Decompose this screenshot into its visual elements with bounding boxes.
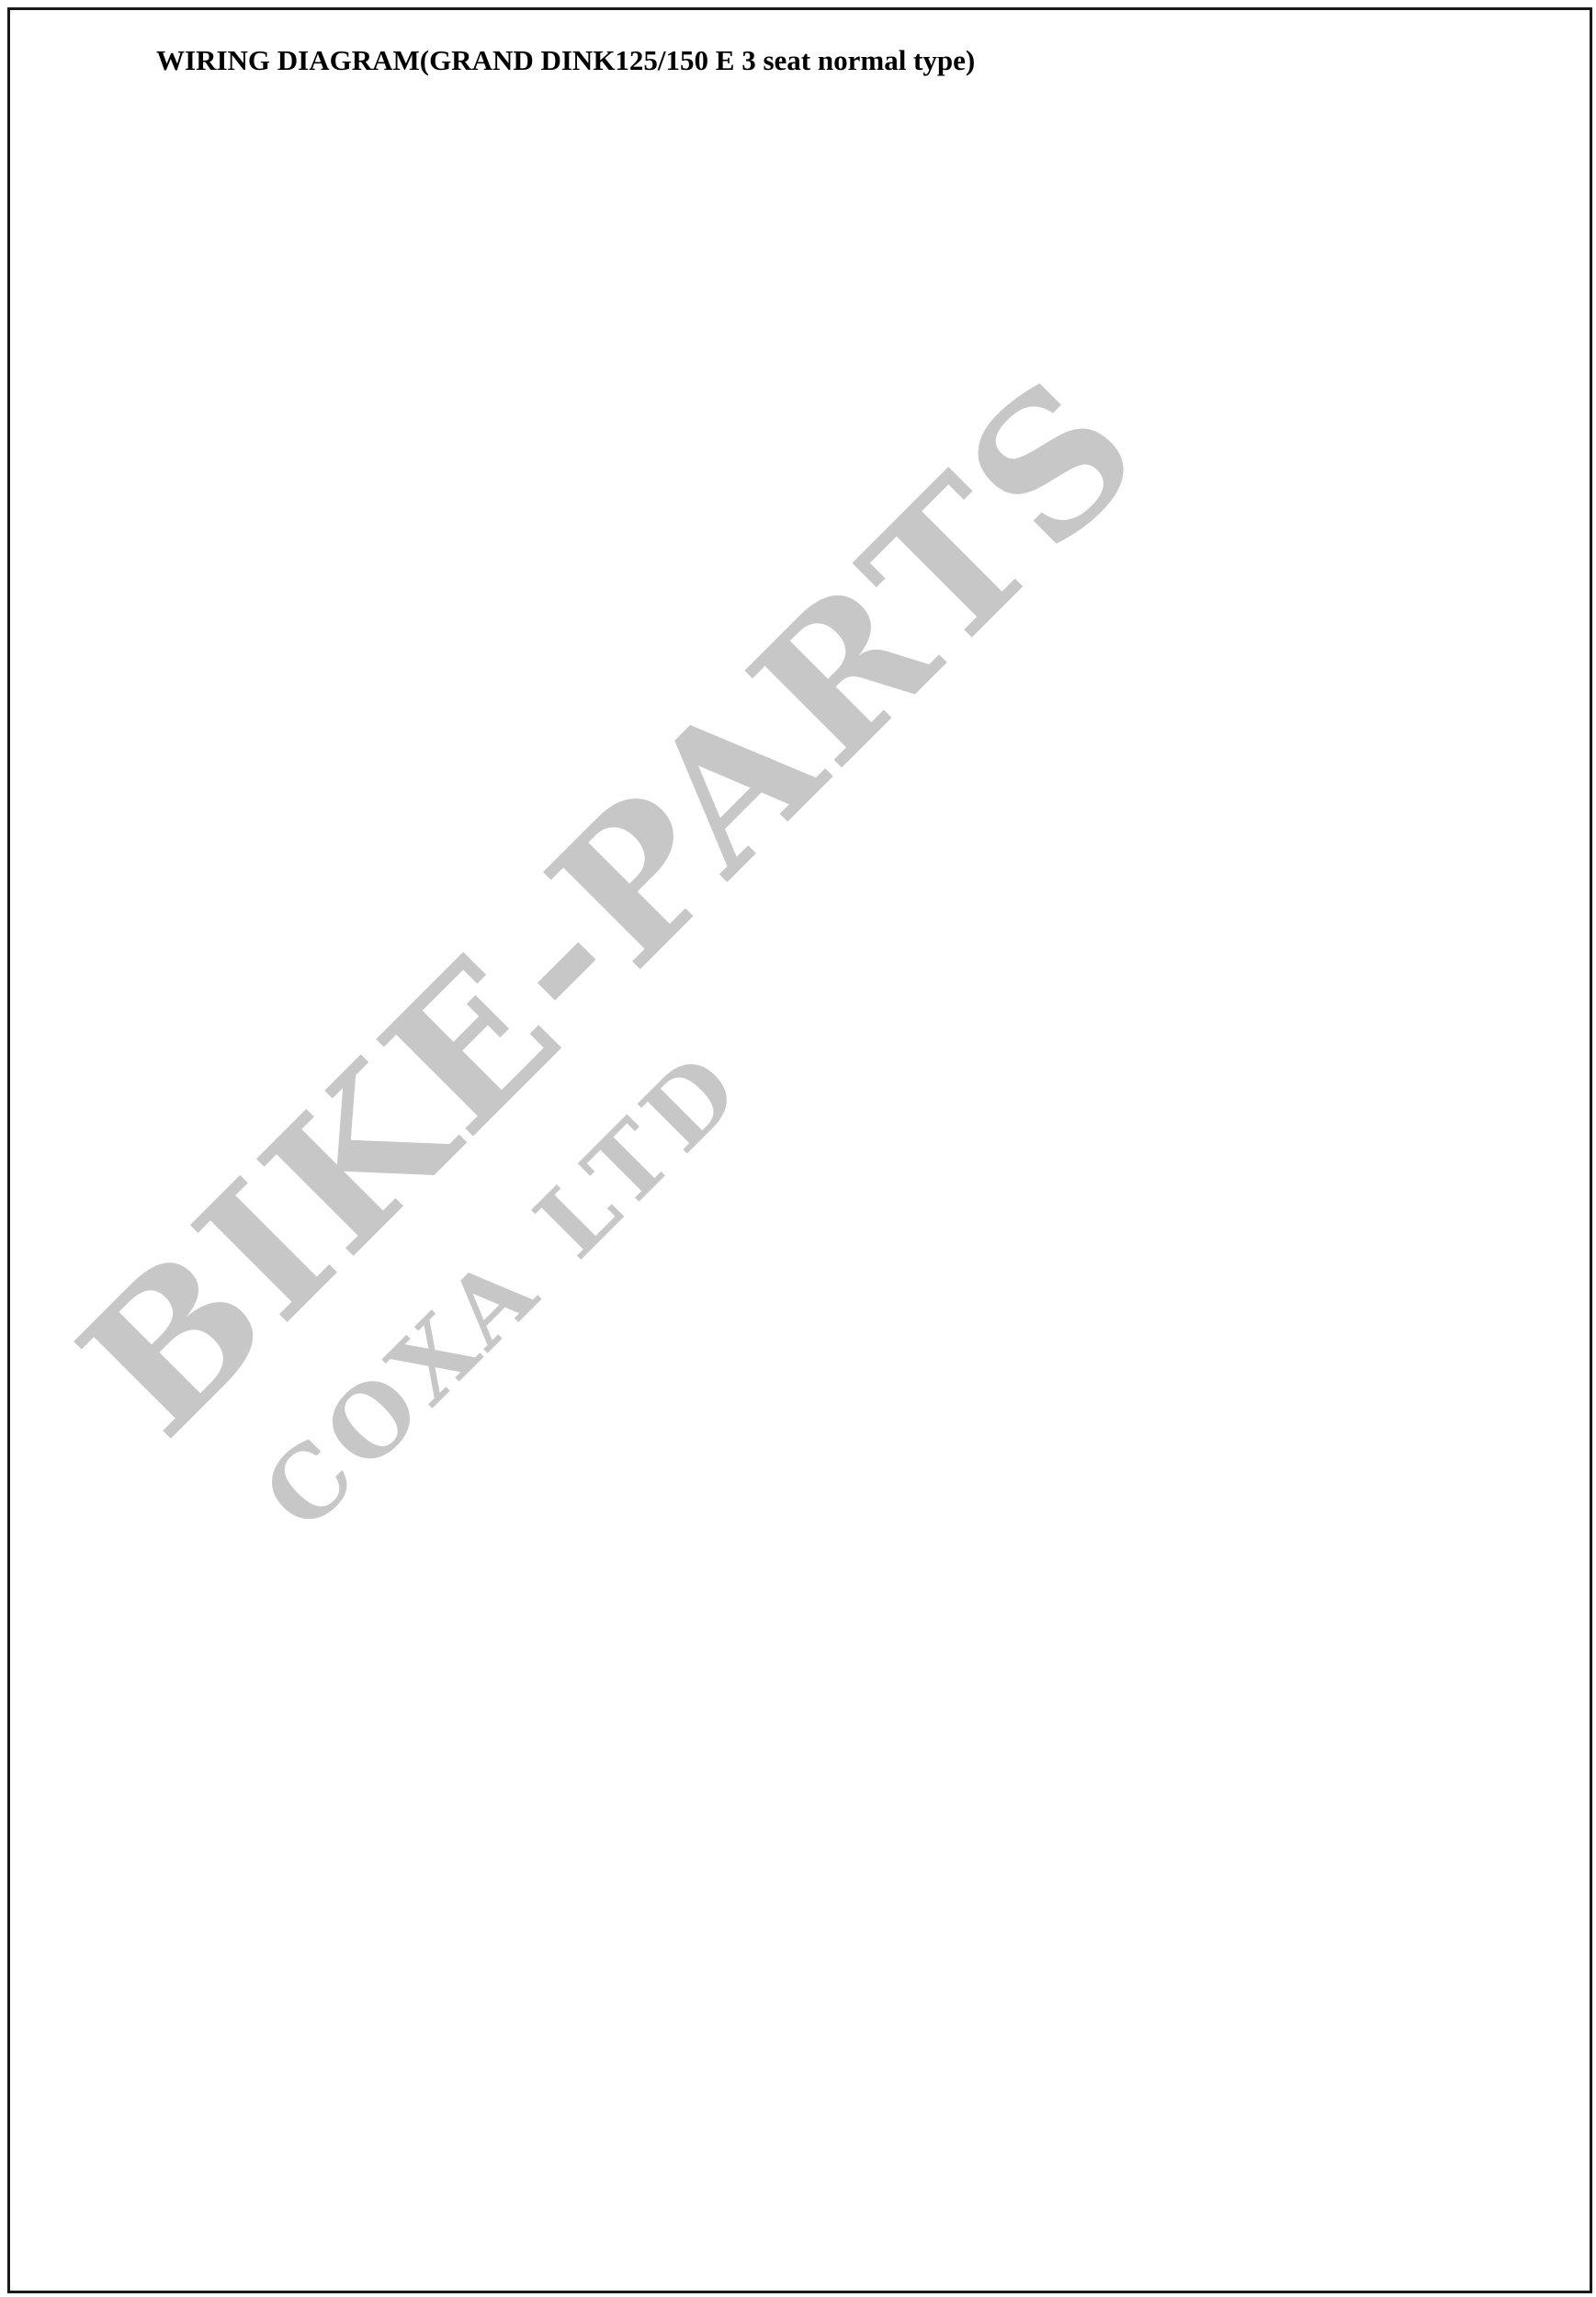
page-title: WIRING DIAGRAM(GRAND DINK125/150 E 3 sea… — [156, 44, 976, 76]
page-border — [7, 7, 1592, 2293]
